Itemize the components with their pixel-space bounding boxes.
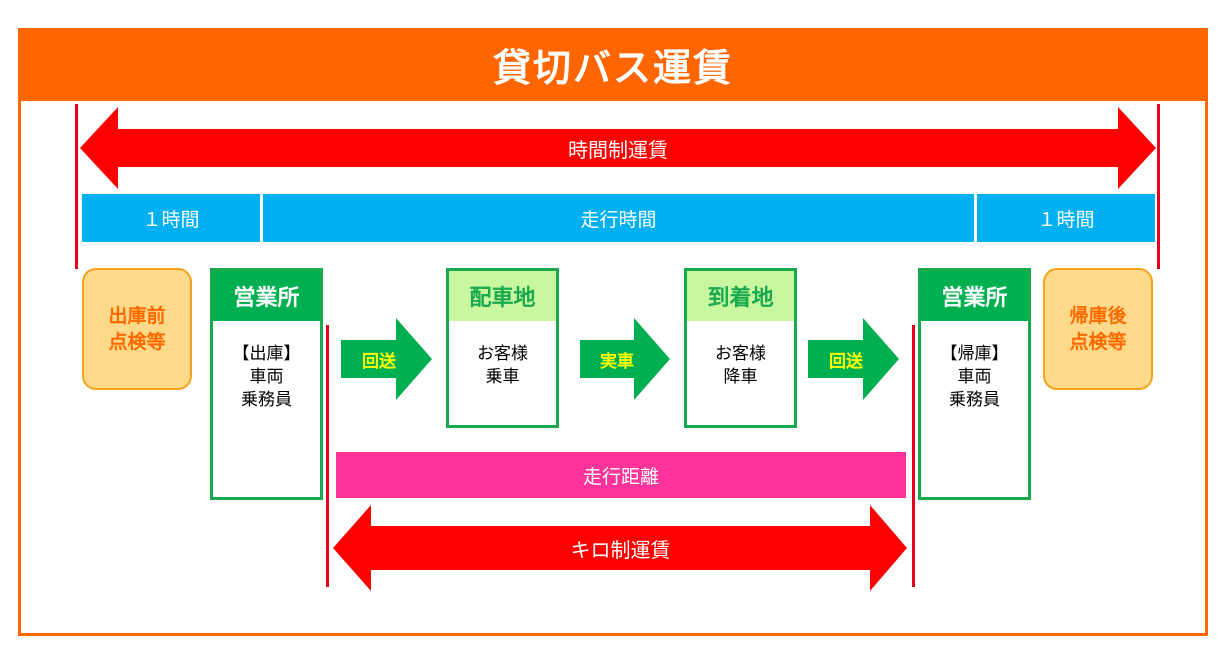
arrival-location: 到着地 お客様 降車 (684, 268, 797, 428)
arrival-line2: 降車 (723, 367, 758, 387)
pre-inspection-line1: 出庫前 (108, 305, 166, 327)
time-boundary-right (1157, 104, 1160, 269)
time-boundary-left (75, 104, 78, 269)
office-departure-line3: 乗務員 (241, 390, 292, 410)
km-boundary-right (912, 325, 915, 587)
arrival-line1: お客様 (715, 344, 766, 364)
time-bar-right: １時間 (977, 194, 1155, 242)
office-return-line2: 車両 (957, 367, 992, 387)
return-arrow-2 (808, 318, 899, 400)
return-label-2: 回送 (829, 351, 863, 372)
time-bar-left: １時間 (82, 194, 260, 242)
office-return-title: 営業所 (921, 271, 1028, 321)
actual-label: 実車 (600, 351, 634, 372)
km-fare-label: キロ制運賃 (570, 537, 671, 562)
office-return: 営業所 【帰庫】 車両 乗務員 (918, 268, 1031, 500)
pickup-location: 配車地 お客様 乗車 (446, 268, 559, 428)
office-return-line1: 【帰庫】 (940, 344, 1009, 364)
distance-bar: 走行距離 (336, 452, 906, 498)
pre-inspection-box: 出庫前 点検等 (82, 268, 192, 390)
return-arrow-1 (341, 318, 432, 400)
arrival-title: 到着地 (687, 271, 794, 321)
time-fare-arrow (80, 107, 1156, 189)
office-departure-line1: 【出庫】 (232, 344, 301, 364)
pickup-title: 配車地 (449, 271, 556, 321)
page-title: 貸切バス運賃 (18, 28, 1208, 101)
post-inspection-line1: 帰庫後 (1069, 305, 1127, 327)
post-inspection-box: 帰庫後 点検等 (1043, 268, 1153, 390)
km-fare-arrow (333, 505, 907, 591)
pickup-line2: 乗車 (485, 367, 520, 387)
post-inspection-line2: 点検等 (1069, 331, 1127, 353)
time-bar-middle: 走行時間 (263, 194, 974, 242)
km-boundary-left (326, 325, 329, 587)
time-fare-label: 時間制運賃 (568, 137, 668, 162)
office-departure: 営業所 【出庫】 車両 乗務員 (210, 268, 323, 500)
pre-inspection-line2: 点検等 (108, 331, 166, 353)
office-departure-title: 営業所 (213, 271, 320, 321)
office-departure-line2: 車両 (249, 367, 284, 387)
return-label-1: 回送 (362, 351, 396, 372)
actual-arrow (580, 318, 670, 400)
office-return-line3: 乗務員 (949, 390, 1000, 410)
pickup-line1: お客様 (477, 344, 528, 364)
